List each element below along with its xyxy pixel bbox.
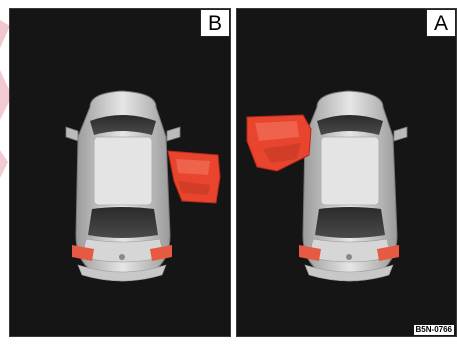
car-body <box>66 91 180 281</box>
image-code: B5N-0766 <box>414 325 454 335</box>
car-front-door-open-illustration <box>237 9 456 336</box>
car-rear-door-open-illustration <box>10 9 230 336</box>
panel-b: B <box>9 8 231 337</box>
car-body <box>299 91 407 281</box>
panel-label-a: A <box>426 9 456 37</box>
panel-a: A B5N-0766 <box>236 8 457 337</box>
panel-label-b: B <box>200 9 230 37</box>
open-front-door <box>247 115 311 171</box>
open-rear-door <box>168 151 220 203</box>
